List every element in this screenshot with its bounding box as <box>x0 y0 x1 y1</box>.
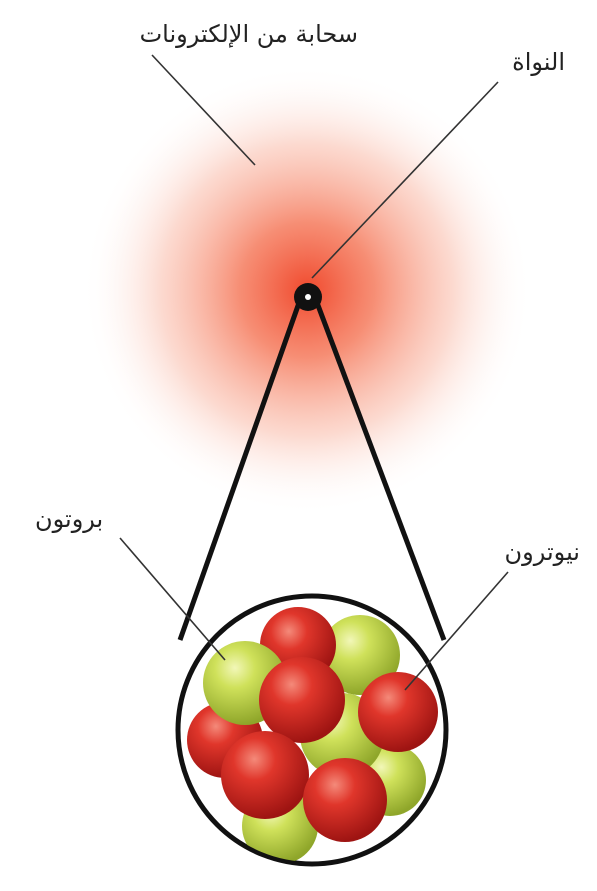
neutron <box>358 672 438 752</box>
neutron <box>303 758 387 842</box>
proton-label: بروتون <box>35 505 103 533</box>
electron-cloud-label: سحابة من الإلكترونات <box>140 20 358 48</box>
neutron-leader <box>405 572 508 690</box>
neutron-label: نيوترون <box>505 538 580 566</box>
nucleus-label: النواة <box>512 48 565 76</box>
nucleus-dot-highlight <box>305 294 311 300</box>
neutron <box>259 657 345 743</box>
neutron <box>221 731 309 819</box>
